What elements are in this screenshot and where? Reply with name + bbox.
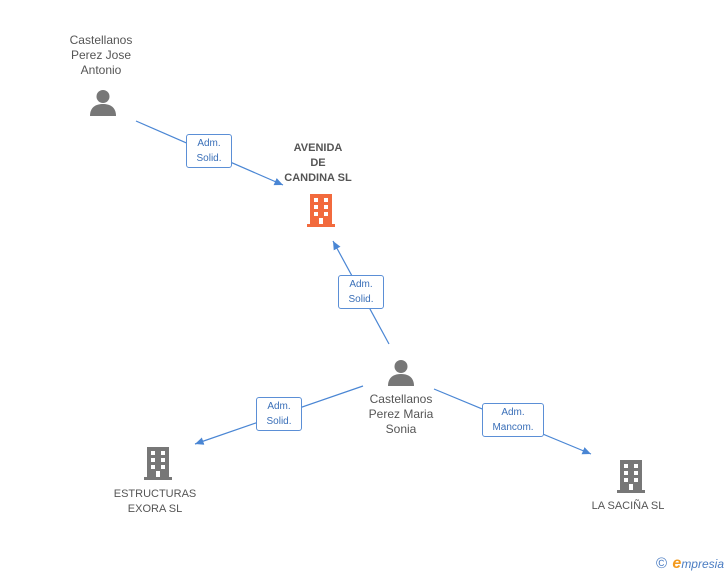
building-icon[interactable]: [615, 459, 647, 493]
company-name-line: ESTRUCTURAS: [113, 488, 197, 500]
person-name-line: Perez Maria: [368, 407, 434, 421]
edge-label-line: Solid.: [196, 153, 222, 164]
building-icon[interactable]: [305, 193, 337, 227]
edge-label-line: Solid.: [348, 294, 374, 305]
company-name-line: AVENIDA: [293, 142, 343, 154]
person-name-line: Perez Jose: [70, 48, 132, 62]
edge-label-line: Adm.: [197, 138, 221, 149]
person-name-jose[interactable]: Castellanos Perez Jose Antonio: [48, 33, 154, 78]
edge-label-line: Adm.: [501, 407, 525, 418]
company-name-exora[interactable]: ESTRUCTURAS EXORA SL: [100, 487, 210, 517]
edge-label-line: Adm.: [349, 279, 373, 290]
person-name-line: Castellanos: [369, 392, 433, 406]
person-icon[interactable]: [89, 88, 117, 116]
edge-label-role[interactable]: Adm. Solid.: [338, 275, 384, 309]
building-icon[interactable]: [142, 446, 174, 480]
person-name-line: Antonio: [80, 63, 122, 77]
person-name-line: Sonia: [385, 422, 417, 436]
brand-logo-letter: e: [672, 555, 682, 572]
company-name-line: LA SACIÑA SL: [591, 500, 665, 512]
person-name-line: Castellanos: [69, 33, 133, 47]
edge-label-role[interactable]: Adm. Solid.: [256, 397, 302, 431]
company-name-line: DE: [310, 157, 326, 169]
edge-label-line: Solid.: [266, 416, 292, 427]
footer-brand[interactable]: © empresia: [656, 555, 724, 573]
company-name-main[interactable]: AVENIDA DE CANDINA SL: [268, 141, 368, 186]
edge-label-role[interactable]: Adm. Mancom.: [482, 403, 544, 437]
person-name-maria[interactable]: Castellanos Perez Maria Sonia: [348, 392, 454, 437]
edge-label-role[interactable]: Adm. Solid.: [186, 134, 232, 168]
company-name-sacina[interactable]: LA SACIÑA SL: [576, 499, 680, 514]
brand-name: mpresia: [681, 557, 724, 571]
person-icon[interactable]: [387, 358, 415, 386]
edge-label-line: Mancom.: [492, 422, 534, 433]
company-name-line: EXORA SL: [127, 503, 183, 515]
copyright-symbol: ©: [656, 555, 668, 572]
edge-label-line: Adm.: [267, 401, 291, 412]
company-name-line: CANDINA SL: [284, 172, 352, 184]
